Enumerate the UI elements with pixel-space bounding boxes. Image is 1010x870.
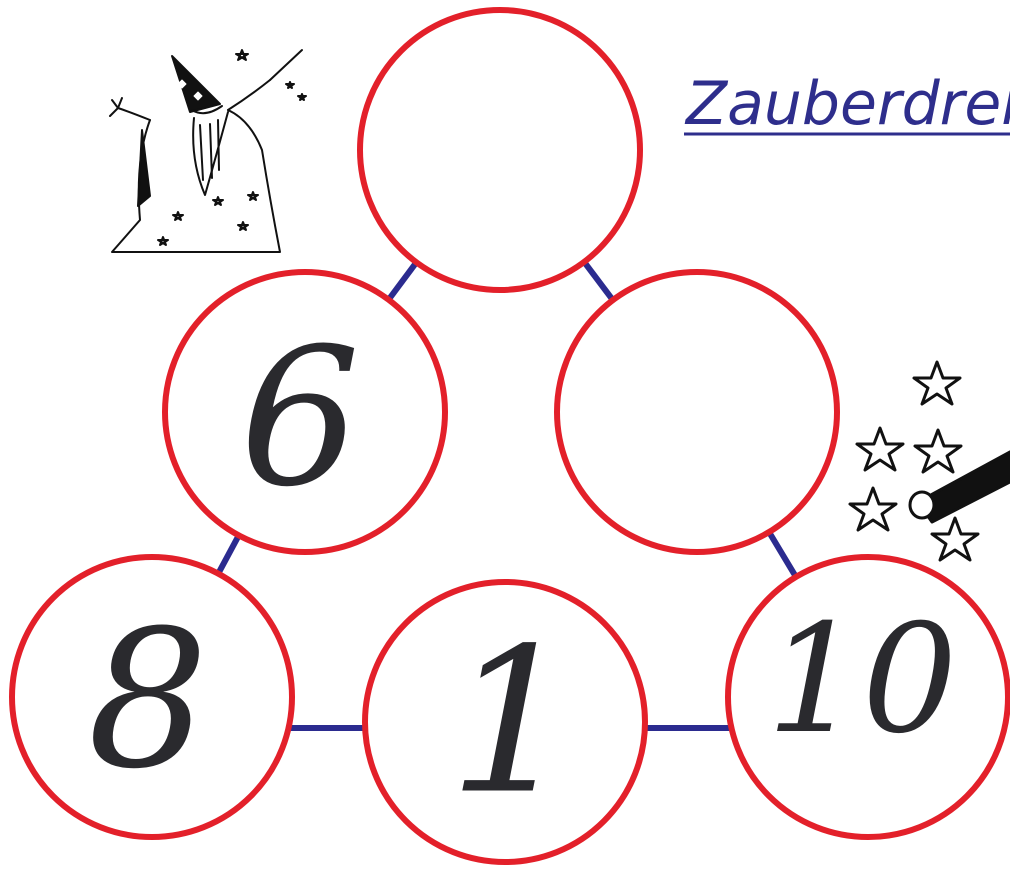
wand-star-3 (915, 430, 961, 472)
number-bottom-right: 10 (767, 593, 958, 767)
wand-star-2 (857, 428, 903, 470)
wand-star-1 (914, 362, 960, 404)
number-bottom-left: 8 (88, 590, 209, 811)
title-block: Zauberdreie (684, 69, 1010, 139)
wand-star-4 (850, 488, 896, 530)
wizard-icon (110, 50, 306, 252)
number-middle-left: 6 (240, 308, 361, 529)
number-bottom-middle: 1 (448, 606, 575, 839)
circle-top[interactable] (360, 10, 640, 290)
wand-star-5 (932, 518, 978, 560)
circle-middle-right[interactable] (557, 272, 837, 552)
page-title: Zauberdreie (684, 69, 1010, 139)
magic-wand-icon (850, 362, 1010, 560)
